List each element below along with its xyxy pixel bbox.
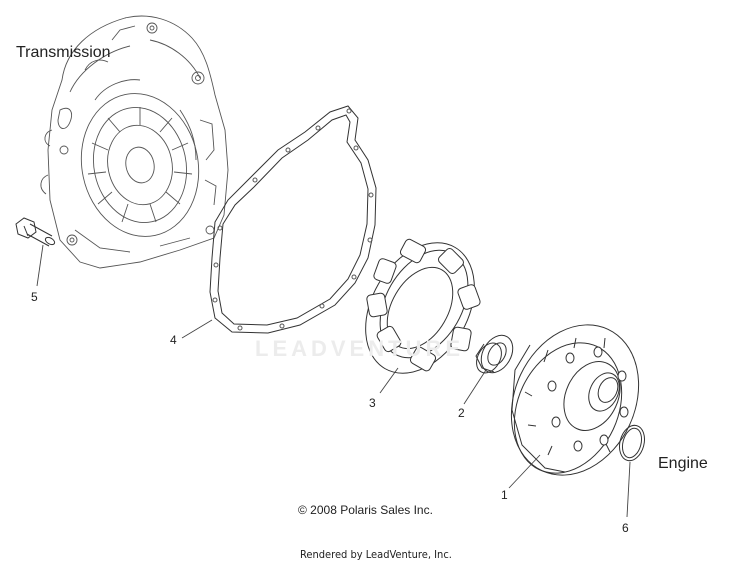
engine-label: Engine — [658, 455, 708, 472]
leader-lines — [36, 244, 631, 518]
transmission-label: Transmission — [16, 44, 111, 61]
drive-housing — [510, 324, 640, 476]
bolt — [15, 217, 56, 247]
callout-4: 4 — [170, 333, 177, 347]
callout-1: 1 — [501, 488, 508, 502]
rendered-by-text: Rendered by LeadVenture, Inc. — [300, 548, 452, 561]
watermark: LEADVENTURE — [255, 336, 465, 361]
copyright-text: © 2008 Polaris Sales Inc. — [298, 503, 433, 517]
snap-ring — [619, 424, 645, 462]
callout-2: 2 — [458, 406, 465, 420]
bushing — [475, 334, 514, 374]
callout-5: 5 — [31, 290, 38, 304]
transmission-housing — [40, 15, 229, 269]
callout-6: 6 — [622, 521, 629, 535]
damper-ring — [365, 238, 481, 374]
callout-3: 3 — [369, 396, 376, 410]
gasket — [209, 105, 377, 334]
